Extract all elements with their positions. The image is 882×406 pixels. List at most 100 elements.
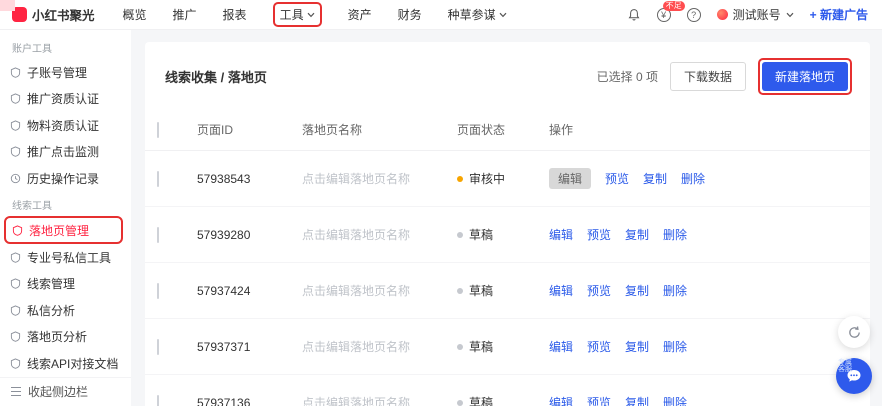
nav-item-seeding-advisor[interactable]: 种草参谋: [448, 6, 507, 23]
sidebar-item-landing-page-analysis[interactable]: 落地页分析: [0, 324, 131, 350]
sidebar-item-label: 私信分析: [27, 303, 76, 318]
edit-link[interactable]: 编辑: [549, 228, 574, 242]
body-wrap: 账户工具 子账号管理 推广资质认证 物料资质认证 推广点击监测 历史操作记录: [0, 30, 882, 406]
select-all-checkbox[interactable]: [157, 121, 159, 138]
status-cell: 草稿: [457, 338, 549, 355]
delete-link[interactable]: 删除: [663, 396, 688, 406]
delete-link[interactable]: 删除: [663, 284, 688, 298]
new-ad-button[interactable]: + 新建广告: [809, 8, 868, 22]
status-text: 草稿: [469, 228, 494, 242]
nav-item-tools[interactable]: 工具: [280, 6, 315, 23]
certificate-icon: [10, 93, 21, 104]
customer-support-button[interactable]: 专属客服: [836, 358, 872, 394]
document-icon: [10, 358, 21, 369]
account-menu[interactable]: 测试账号: [716, 6, 794, 23]
help-button[interactable]: ?: [686, 7, 701, 22]
nav-label: 工具: [279, 8, 304, 22]
main-content: 线索收集 / 落地页 已选择 0 项 下载数据 新建落地页 页面ID 落地页名称: [131, 30, 882, 406]
delete-link[interactable]: 删除: [681, 172, 706, 186]
sidebar-item-lead-api-docs[interactable]: 线索API对接文档: [0, 350, 131, 376]
create-landing-page-button[interactable]: 新建落地页: [761, 62, 848, 91]
sidebar-section-lead-tools: 线索工具: [12, 201, 52, 213]
sidebar-item-landing-page-management[interactable]: 落地页管理: [6, 218, 121, 242]
row-checkbox[interactable]: [157, 394, 159, 406]
support-label: 专属客服: [838, 359, 852, 373]
collapse-sidebar-button[interactable]: 收起侧边栏: [0, 376, 131, 406]
download-data-button[interactable]: 下载数据: [669, 62, 746, 91]
sidebar-item-label: 落地页管理: [29, 223, 90, 238]
sidebar-item-label: 子账号管理: [27, 65, 88, 80]
landing-page-name-placeholder[interactable]: 点击编辑落地页名称: [302, 228, 411, 242]
sidebar-item-promo-qualification[interactable]: 推广资质认证: [0, 85, 131, 111]
row-checkbox[interactable]: [157, 338, 159, 355]
row-checkbox[interactable]: [157, 226, 159, 243]
row-checkbox[interactable]: [157, 282, 159, 299]
column-header-page-id: 页面ID: [197, 123, 234, 137]
landing-page-name-placeholder[interactable]: 点击编辑落地页名称: [302, 172, 411, 186]
copy-link[interactable]: 复制: [643, 172, 668, 186]
avatar: [716, 9, 728, 20]
copy-link[interactable]: 复制: [625, 396, 650, 406]
edit-link[interactable]: 编辑: [549, 284, 574, 298]
preview-link[interactable]: 预览: [587, 340, 612, 354]
delete-link[interactable]: 删除: [663, 340, 688, 354]
logo-icon: [12, 7, 27, 22]
chat-bubble-icon: [847, 370, 861, 382]
preview-link[interactable]: 预览: [587, 228, 612, 242]
copy-link[interactable]: 复制: [625, 228, 650, 242]
cursor-icon: [10, 146, 21, 157]
sidebar-item-subaccount-management[interactable]: 子账号管理: [0, 59, 131, 85]
balance-button[interactable]: ¥ 不足: [656, 0, 685, 22]
actions-cell: 编辑 预览 复制 删除: [549, 168, 870, 189]
sidebar-item-dm-tool[interactable]: 专业号私信工具: [0, 244, 131, 270]
landing-page-table: 页面ID 落地页名称 页面状态 操作 57938543 点击编辑落地页名称 审核…: [145, 109, 870, 406]
nav-item-overview[interactable]: 概览: [123, 6, 147, 23]
message-icon: [10, 252, 21, 263]
sidebar: 账户工具 子账号管理 推广资质认证 物料资质认证 推广点击监测 历史操作记录: [0, 30, 131, 406]
nav-item-reports[interactable]: 报表: [223, 6, 247, 23]
chart-icon: [10, 305, 21, 316]
nav-item-assets[interactable]: 资产: [348, 6, 372, 23]
chevron-down-icon: [307, 12, 315, 17]
status-text: 草稿: [469, 284, 494, 298]
nav-item-promotion[interactable]: 推广: [173, 6, 197, 23]
column-header-actions: 操作: [549, 123, 574, 137]
actions-cell: 编辑 预览 复制 删除: [549, 226, 870, 243]
landing-page-name-placeholder[interactable]: 点击编辑落地页名称: [302, 284, 411, 298]
floating-buttons: 专属客服: [836, 316, 872, 394]
table-row: 57937371 点击编辑落地页名称 草稿 编辑 预览 复制 删除: [145, 319, 870, 375]
row-checkbox[interactable]: [157, 170, 159, 187]
nav-label: 种草参谋: [447, 8, 496, 22]
status-text: 审核中: [469, 172, 506, 186]
preview-link[interactable]: 预览: [587, 284, 612, 298]
edit-link[interactable]: 编辑: [549, 168, 592, 189]
edit-link[interactable]: 编辑: [549, 340, 574, 354]
chevron-down-icon: [499, 12, 507, 17]
sidebar-item-label: 专业号私信工具: [27, 250, 112, 265]
sidebar-item-material-qualification[interactable]: 物料资质认证: [0, 112, 131, 138]
sidebar-item-dm-analysis[interactable]: 私信分析: [0, 297, 131, 323]
notification-bell-button[interactable]: [627, 8, 641, 22]
landing-page-name-placeholder[interactable]: 点击编辑落地页名称: [302, 340, 411, 354]
delete-link[interactable]: 删除: [663, 228, 688, 242]
sidebar-item-click-monitoring[interactable]: 推广点击监测: [0, 138, 131, 164]
nav-item-finance[interactable]: 财务: [398, 6, 422, 23]
sidebar-item-history-log[interactable]: 历史操作记录: [0, 165, 131, 191]
sidebar-section-account-tools: 账户工具: [12, 44, 52, 55]
edit-link[interactable]: 编辑: [549, 396, 574, 406]
header-actions: 已选择 0 项 下载数据 新建落地页: [597, 58, 852, 95]
table-row: 57937136 点击编辑落地页名称 草稿 编辑 预览 复制 删除: [145, 375, 870, 406]
collapse-icon: [11, 387, 21, 397]
status-dot: [457, 175, 463, 182]
preview-link[interactable]: 预览: [587, 396, 612, 406]
shield-icon: [10, 67, 21, 78]
feedback-button[interactable]: [838, 316, 870, 348]
preview-link[interactable]: 预览: [605, 172, 630, 186]
column-header-status: 页面状态: [457, 123, 506, 137]
status-cell: 草稿: [457, 394, 549, 406]
landing-page-name-placeholder[interactable]: 点击编辑落地页名称: [302, 396, 411, 406]
copy-link[interactable]: 复制: [625, 284, 650, 298]
sidebar-item-label: 线索API对接文档: [27, 356, 119, 371]
copy-link[interactable]: 复制: [625, 340, 650, 354]
sidebar-item-lead-management[interactable]: 线索管理: [0, 271, 131, 297]
